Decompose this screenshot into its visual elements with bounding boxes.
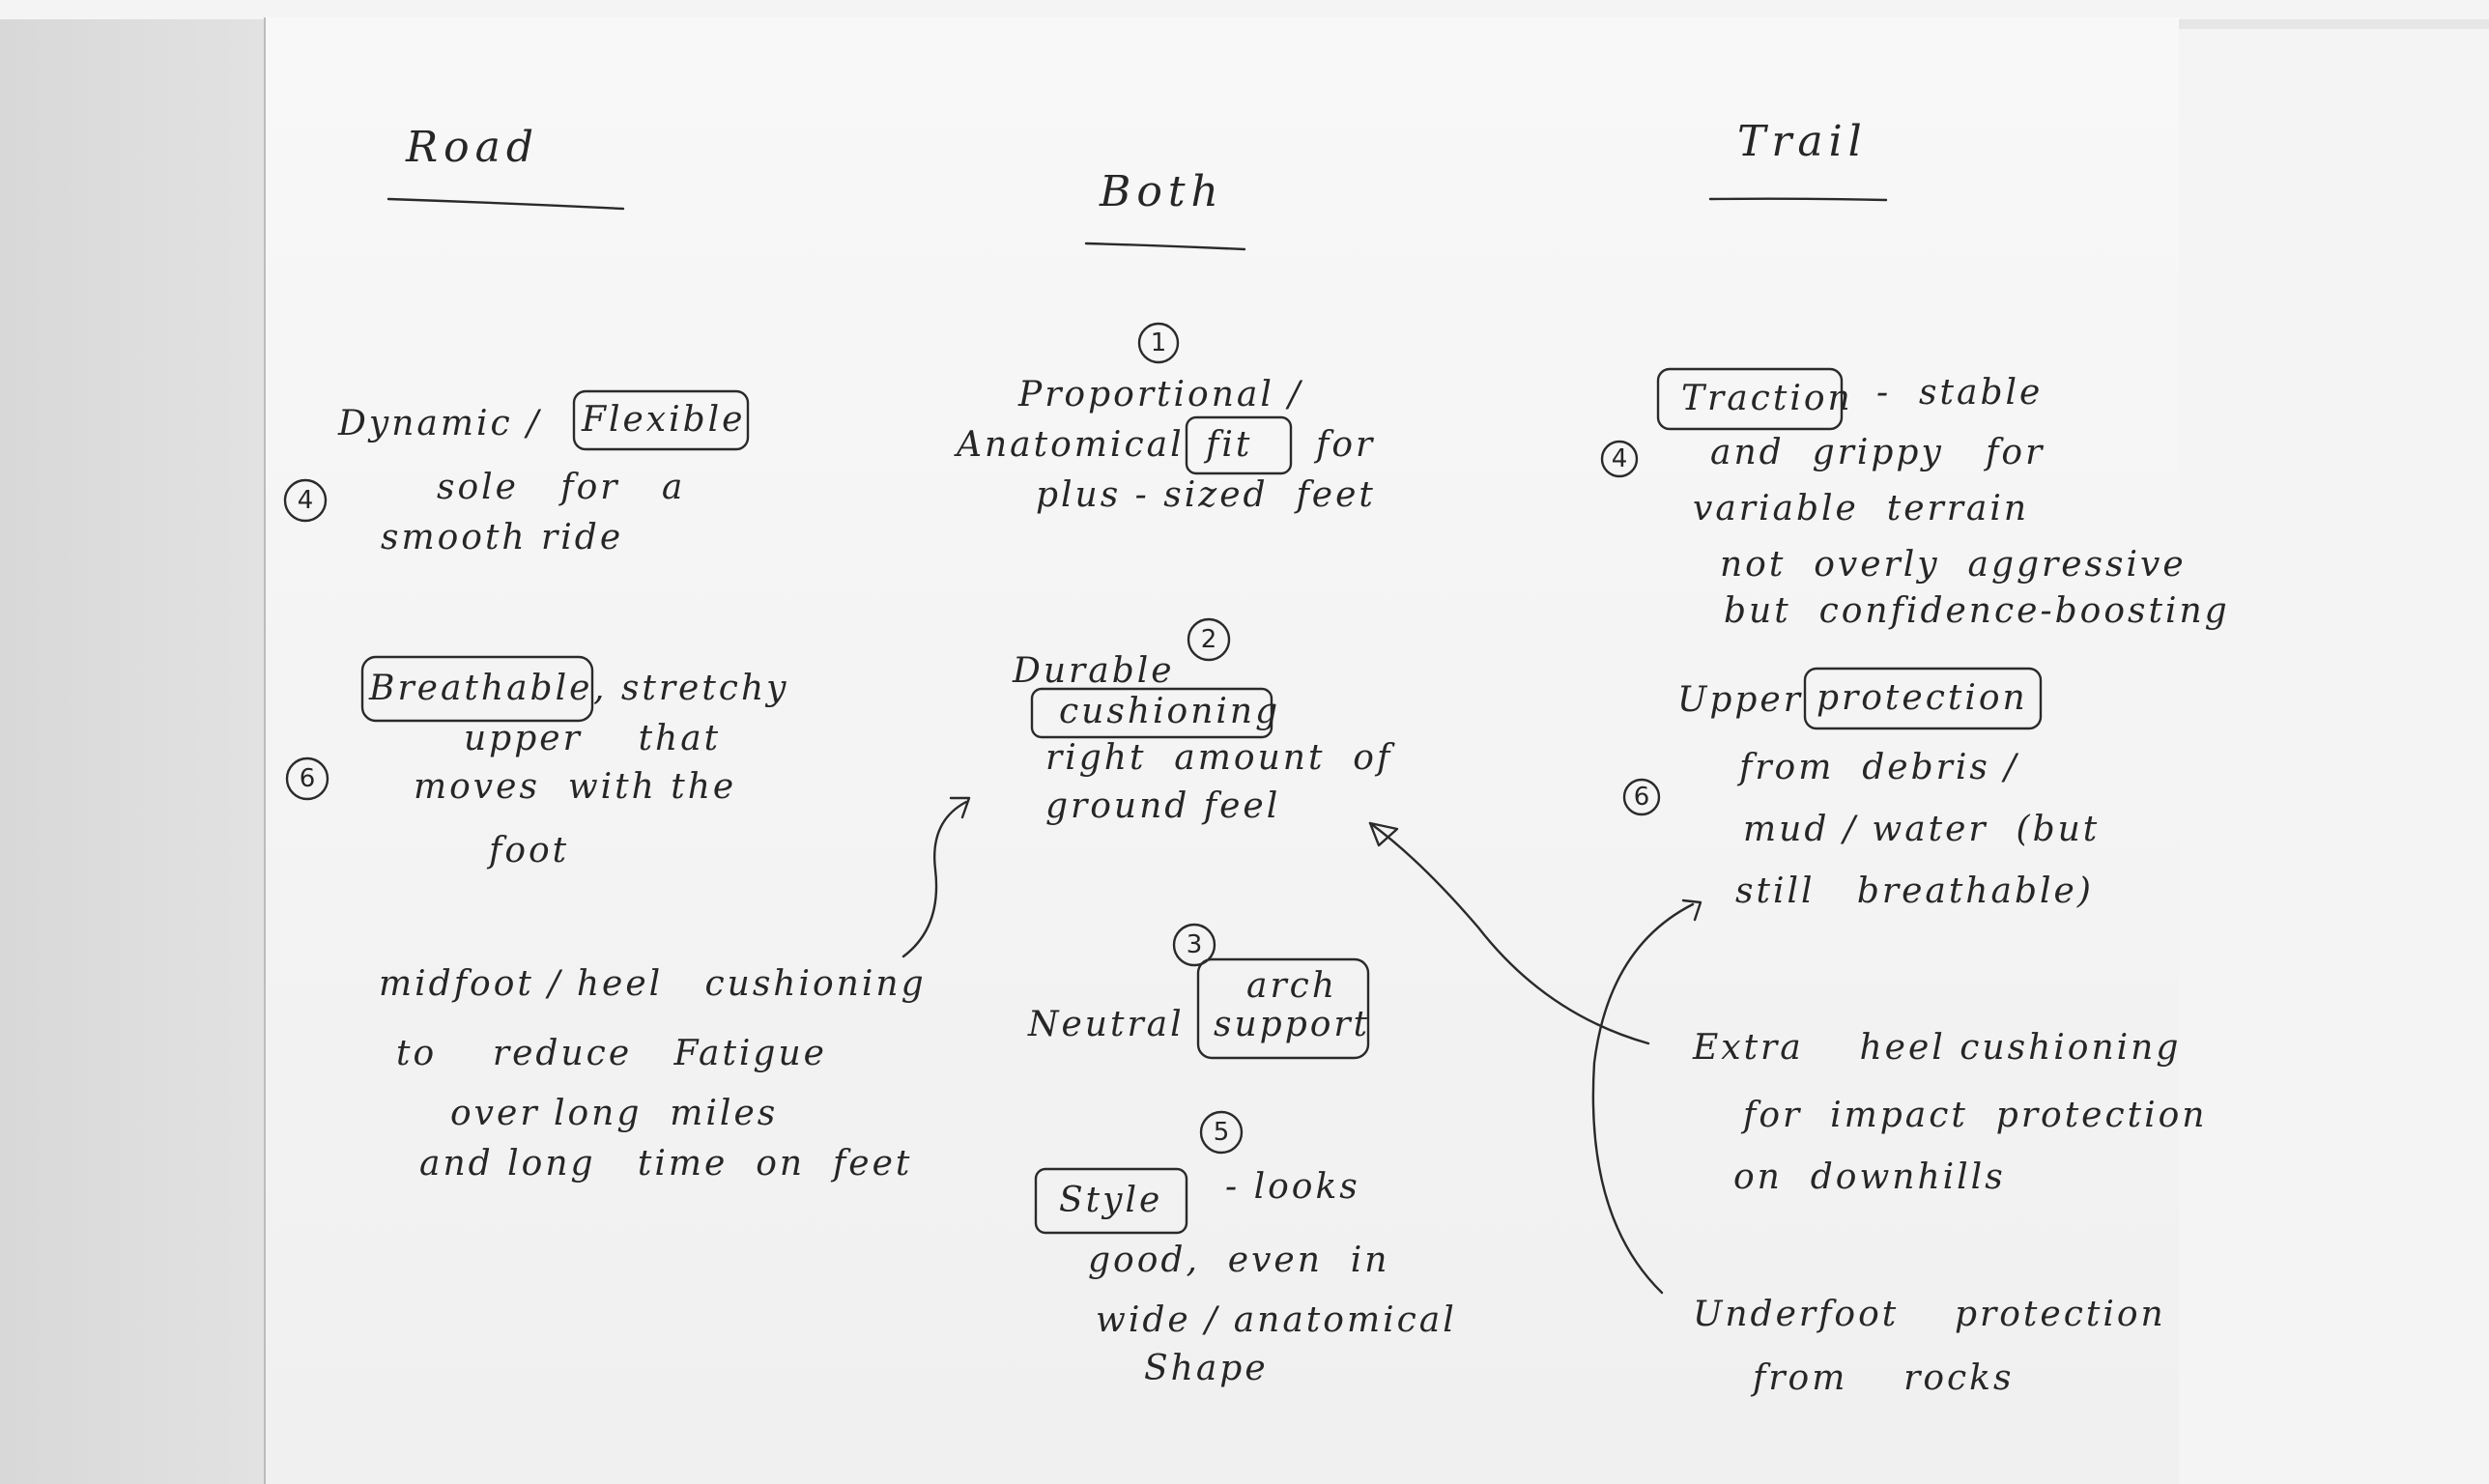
trail-item1-line3: variable terrain — [1693, 489, 2030, 528]
circle-both-1 — [1137, 322, 1180, 364]
both-item4-post: - looks — [1225, 1167, 1360, 1207]
both-item1-post: for — [1316, 425, 1376, 465]
road-item1-line3: smooth ride — [381, 518, 624, 557]
both-item1-line1: Proportional / — [1018, 375, 1303, 414]
both-item2-line4: ground feel — [1045, 786, 1281, 826]
trail-item2-line4: still breathable) — [1735, 871, 2094, 911]
both-item1-pre: Anatomical — [957, 425, 1185, 465]
trail-item2-line2: from debris / — [1739, 748, 2019, 787]
box-arch-support — [1196, 957, 1370, 1060]
both-item4-line4: Shape — [1144, 1349, 1269, 1388]
trail-item1-line2: and grippy for — [1710, 433, 2046, 472]
both-underline — [1084, 242, 1246, 251]
both-item2-boxed: cushioning — [1059, 692, 1281, 731]
number-trail-item1: 4 — [1611, 444, 1628, 473]
paper-right-margin — [2179, 29, 2489, 1484]
trail-item4-line1: Underfoot protection — [1693, 1295, 2166, 1334]
background-wall — [0, 0, 266, 1484]
circle-both-2 — [1187, 617, 1231, 662]
road-item3-line3: over long miles — [450, 1094, 779, 1133]
number-both-item1: 1 — [1150, 328, 1167, 357]
box-style — [1034, 1167, 1188, 1235]
circle-both-5 — [1199, 1110, 1244, 1155]
box-cushioning — [1030, 687, 1273, 739]
trail-item2-boxed: protection — [1817, 678, 2028, 718]
circle-trail-6 — [1622, 778, 1661, 816]
both-item2-line3: right amount of — [1045, 738, 1393, 778]
box-protection — [1803, 667, 2043, 730]
arrow-heel-head — [1368, 821, 1399, 847]
trail-item1-line4: not overly aggressive — [1720, 545, 2187, 585]
arrow-underfoot-head — [1681, 899, 1702, 922]
paper-sheet — [266, 17, 2179, 1484]
both-item3-boxed-line1: arch — [1246, 966, 1338, 1006]
number-road-item2: 6 — [299, 764, 316, 793]
both-item2-line1: Durable — [1013, 651, 1175, 691]
circle-road-4 — [283, 478, 328, 523]
both-item3-boxed-line2: support — [1214, 1005, 1371, 1044]
road-item2-boxed: Breathable — [369, 669, 593, 708]
trail-item3-line2: for impact protection — [1743, 1096, 2208, 1135]
circle-road-6 — [285, 756, 329, 801]
arrow-heel-to-cushioning — [1368, 821, 1650, 1045]
box-flexible — [572, 389, 750, 451]
road-item3-line1: midfoot / heel cushioning — [379, 964, 927, 1004]
road-item1-pre: Dynamic / — [338, 404, 542, 443]
number-both-item2: 2 — [1200, 625, 1217, 654]
both-item1-line3: plus - sized feet — [1036, 475, 1376, 515]
circle-both-3 — [1172, 923, 1216, 967]
trail-item1-boxed: Traction — [1681, 379, 1853, 418]
both-item4-line2: good, even in — [1088, 1241, 1390, 1280]
road-item3-line4: and long time on feet — [419, 1144, 913, 1184]
both-item3-pre: Neutral — [1028, 1005, 1185, 1044]
trail-item1-line5: but confidence-boosting — [1724, 591, 2230, 631]
road-item2-line1-rest: , stretchy — [593, 669, 789, 708]
number-both-item4: 5 — [1213, 1118, 1230, 1147]
box-fit — [1185, 415, 1293, 475]
box-breathable — [360, 655, 594, 723]
trail-item2-pre: Upper — [1677, 680, 1803, 720]
circle-trail-4 — [1600, 440, 1639, 478]
arrow-midfoot-head — [949, 796, 971, 819]
arrow-underfoot-to-protection — [1591, 902, 1695, 1295]
trail-item4-line2: from rocks — [1753, 1358, 2015, 1398]
road-item2-line2: upper that — [464, 719, 722, 758]
both-item4-boxed: Style — [1059, 1181, 1163, 1220]
road-item1-line2: sole for a — [437, 468, 686, 507]
heading-road: Road — [406, 123, 540, 172]
trail-item3-line3: on downhills — [1733, 1157, 2006, 1197]
road-item2-line4: foot — [489, 831, 570, 870]
number-trail-item2: 6 — [1633, 783, 1650, 812]
trail-item3-line1: Extra heel cushioning — [1693, 1028, 2182, 1068]
number-road-item1: 4 — [297, 486, 314, 515]
arrow-midfoot-to-cushioning — [901, 800, 968, 958]
heading-both: Both — [1100, 167, 1224, 216]
number-both-item3: 3 — [1186, 930, 1203, 959]
road-item1-boxed: Flexible — [582, 400, 746, 440]
road-item3-line2: to reduce Fatigue — [396, 1034, 827, 1073]
trail-underline — [1708, 197, 1888, 202]
background-top — [0, 0, 2489, 19]
heading-trail: Trail — [1737, 117, 1868, 166]
both-item4-line3: wide / anatomical — [1096, 1300, 1457, 1340]
road-item2-line3: moves with the — [414, 767, 737, 807]
box-traction — [1656, 367, 1844, 431]
trail-item1-post: - stable — [1876, 373, 2044, 413]
both-item1-boxed: fit — [1206, 425, 1253, 465]
road-underline — [386, 197, 625, 211]
trail-item2-line3: mud / water (but — [1743, 810, 2101, 849]
